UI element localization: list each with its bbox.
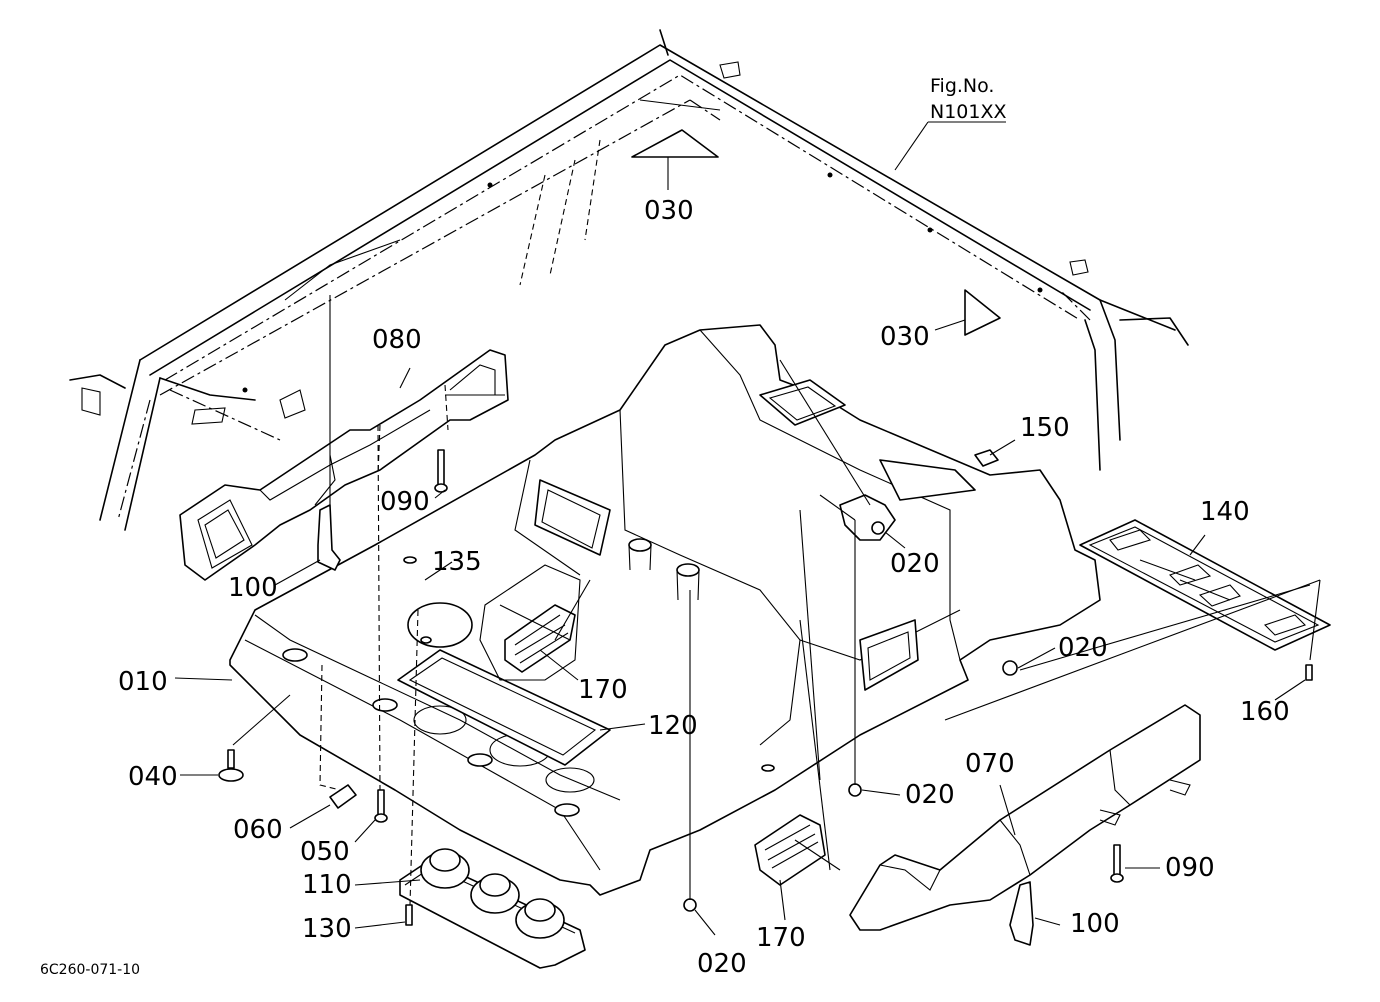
callout-010: 010 xyxy=(118,667,168,697)
fasteners xyxy=(218,449,1313,926)
callout-labels: 030 030 080 090 150 140 020 100 135 020 … xyxy=(118,196,1290,979)
callout-020-rear: 020 xyxy=(890,549,940,579)
callout-050: 050 xyxy=(300,837,350,867)
callout-100-right: 100 xyxy=(1070,909,1120,939)
triangle-symbol-030-top xyxy=(631,129,719,190)
callout-070: 070 xyxy=(965,749,1015,779)
duct-070 xyxy=(849,704,1201,931)
vent-grille-170-lower xyxy=(754,814,826,886)
hook-100-left xyxy=(317,504,341,571)
lamp-panel-110 xyxy=(399,848,586,969)
triangle-symbol-030-right xyxy=(934,289,1001,336)
callout-140: 140 xyxy=(1200,497,1250,527)
callout-040: 040 xyxy=(128,762,178,792)
leader-lines xyxy=(174,295,1321,936)
callout-170-lower: 170 xyxy=(756,923,806,953)
figure-label: Fig.No. xyxy=(930,75,994,97)
callout-020-bottom: 020 xyxy=(697,949,747,979)
drawing-code: 6C260-071-10 xyxy=(40,962,140,978)
callout-100-left: 100 xyxy=(228,573,278,603)
cab-frame xyxy=(69,29,1189,531)
callout-030-top: 030 xyxy=(644,196,694,226)
callout-150: 150 xyxy=(1020,413,1070,443)
callout-170-upper: 170 xyxy=(578,675,628,705)
callout-060: 060 xyxy=(233,815,283,845)
figure-reference: Fig.No. N101XX xyxy=(894,75,1007,171)
callout-160: 160 xyxy=(1240,697,1290,727)
callout-120: 120 xyxy=(648,711,698,741)
hook-100-right xyxy=(1009,881,1034,946)
callout-030-right: 030 xyxy=(880,322,930,352)
callout-020-right: 020 xyxy=(1058,633,1108,663)
callout-130: 130 xyxy=(302,914,352,944)
mat-140 xyxy=(1079,519,1331,651)
callout-090-right: 090 xyxy=(1165,853,1215,883)
plate-120 xyxy=(397,649,611,766)
roof-liner-010 xyxy=(229,324,1101,896)
callout-110: 110 xyxy=(302,870,352,900)
callout-020-mid: 020 xyxy=(905,780,955,810)
callout-090-left: 090 xyxy=(380,487,430,517)
callout-080: 080 xyxy=(372,325,422,355)
figure-number: N101XX xyxy=(930,101,1007,123)
callout-135: 135 xyxy=(432,547,482,577)
